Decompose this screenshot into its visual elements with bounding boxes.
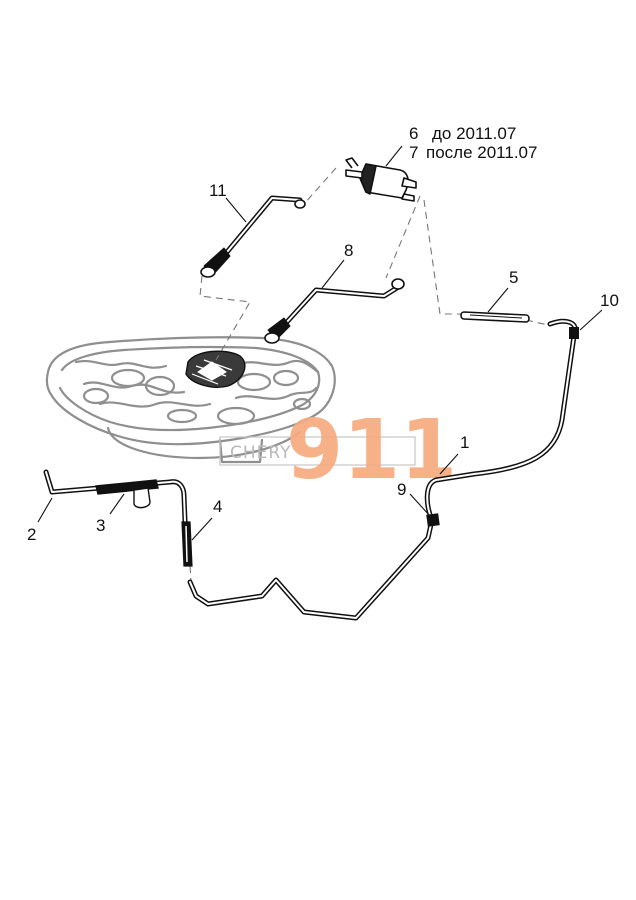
- line-8-connector: [391, 278, 405, 290]
- fuel-tank-ridge-2: [82, 381, 186, 394]
- callout-labels: 1 2 3 4 5 6 7 8 9 10 11 до 2011.07 после…: [27, 124, 619, 544]
- fuel-tank-bump-7: [166, 408, 198, 424]
- line-8-tube-outer: [273, 283, 403, 337]
- line-11-end-cap: [200, 266, 216, 278]
- fuel-filter-outlet: [401, 177, 417, 189]
- fuel-tank-bump-5: [272, 369, 300, 387]
- hose-5: [460, 311, 530, 323]
- dashed-leaders: [189, 167, 549, 581]
- fuel-tank-ridge-4: [234, 386, 318, 400]
- leader-8: [321, 259, 345, 289]
- bracket-3-tab: [133, 487, 151, 509]
- line-8: [264, 278, 405, 344]
- leader-9: [409, 493, 431, 517]
- fuel-tank-ridge-5: [238, 359, 320, 374]
- note-part-6: до 2011.07: [432, 124, 516, 143]
- watermark: CHERY 911: [219, 403, 457, 498]
- callout-6: 6: [409, 124, 418, 143]
- fuel-tank-base: [106, 426, 302, 460]
- leader-2: [37, 497, 53, 523]
- fuel-filter-nipple: [401, 193, 415, 202]
- leader-filter-to-line-8: [385, 195, 421, 279]
- callout-3: 3: [96, 516, 105, 535]
- clip-10: [569, 327, 579, 339]
- leader-1: [439, 453, 459, 475]
- leader-6-7: [385, 145, 403, 167]
- callout-2: 2: [27, 525, 36, 544]
- fuel-pump-module: [185, 350, 246, 388]
- line-2: [43, 469, 189, 549]
- fuel-tank-inner: [58, 345, 321, 432]
- fuel-tank-outline: [45, 336, 336, 446]
- leader-hose-5-to-line-10: [525, 319, 549, 326]
- leader-4: [191, 517, 213, 541]
- fuel-tank: [45, 336, 336, 464]
- fuel-tank-bump-6: [216, 406, 256, 426]
- hose-5-body: [460, 311, 530, 323]
- line-11-connector: [294, 199, 306, 209]
- callout-7: 7: [409, 143, 418, 162]
- bracket-3: [95, 479, 159, 509]
- callout-1: 1: [460, 433, 469, 452]
- callout-8: 8: [344, 241, 353, 260]
- watermark-frame: [219, 436, 416, 466]
- fuel-tank-foot: [218, 438, 264, 464]
- bracket-3-clamp: [95, 479, 159, 495]
- leader-3: [109, 493, 125, 515]
- line-11: [200, 195, 306, 278]
- leader-11: [225, 197, 247, 223]
- line-8-end-cap: [264, 332, 280, 344]
- fuel-filter-inlet: [345, 169, 363, 179]
- clip-9: [426, 513, 440, 527]
- line-2-tube-inner: [45, 471, 187, 547]
- hose-5-shade: [469, 314, 523, 319]
- callout-9: 9: [397, 480, 406, 499]
- fuel-tank-bump-3: [236, 372, 272, 392]
- leader-10: [579, 309, 603, 331]
- line-8-tube-inner: [275, 285, 401, 335]
- fuel-tank-bump-2: [144, 375, 176, 397]
- leader-filter-to-hose-5: [423, 199, 464, 315]
- fuel-filter: [345, 157, 417, 202]
- fuel-pump-lines: [191, 359, 233, 385]
- fuel-tank-ridge-3: [98, 401, 212, 408]
- leader-5: [487, 287, 509, 313]
- line-1: [187, 318, 579, 621]
- fuel-tank-bump-4: [82, 387, 110, 405]
- watermark-number: 911: [286, 403, 457, 498]
- fuel-tank-bump-1: [110, 368, 146, 388]
- hose-4-highlight: [185, 525, 188, 563]
- fuel-tank-bump-8: [292, 397, 312, 411]
- callout-5: 5: [509, 268, 518, 287]
- callout-11: 11: [209, 181, 227, 200]
- callout-leaders: [37, 145, 603, 541]
- callout-10: 10: [600, 291, 619, 310]
- line-11-tube-inner: [211, 197, 301, 271]
- fuel-filter-tab: [345, 157, 359, 169]
- leader-filter-to-line-11: [303, 167, 337, 205]
- leader-line-4-to-line-1: [189, 565, 192, 581]
- callout-4: 4: [213, 497, 222, 516]
- note-part-7: после 2011.07: [426, 143, 537, 162]
- watermark-brand: CHERY: [230, 443, 292, 463]
- fuel-tank-ridge-1: [74, 360, 168, 369]
- hose-4: [181, 521, 193, 567]
